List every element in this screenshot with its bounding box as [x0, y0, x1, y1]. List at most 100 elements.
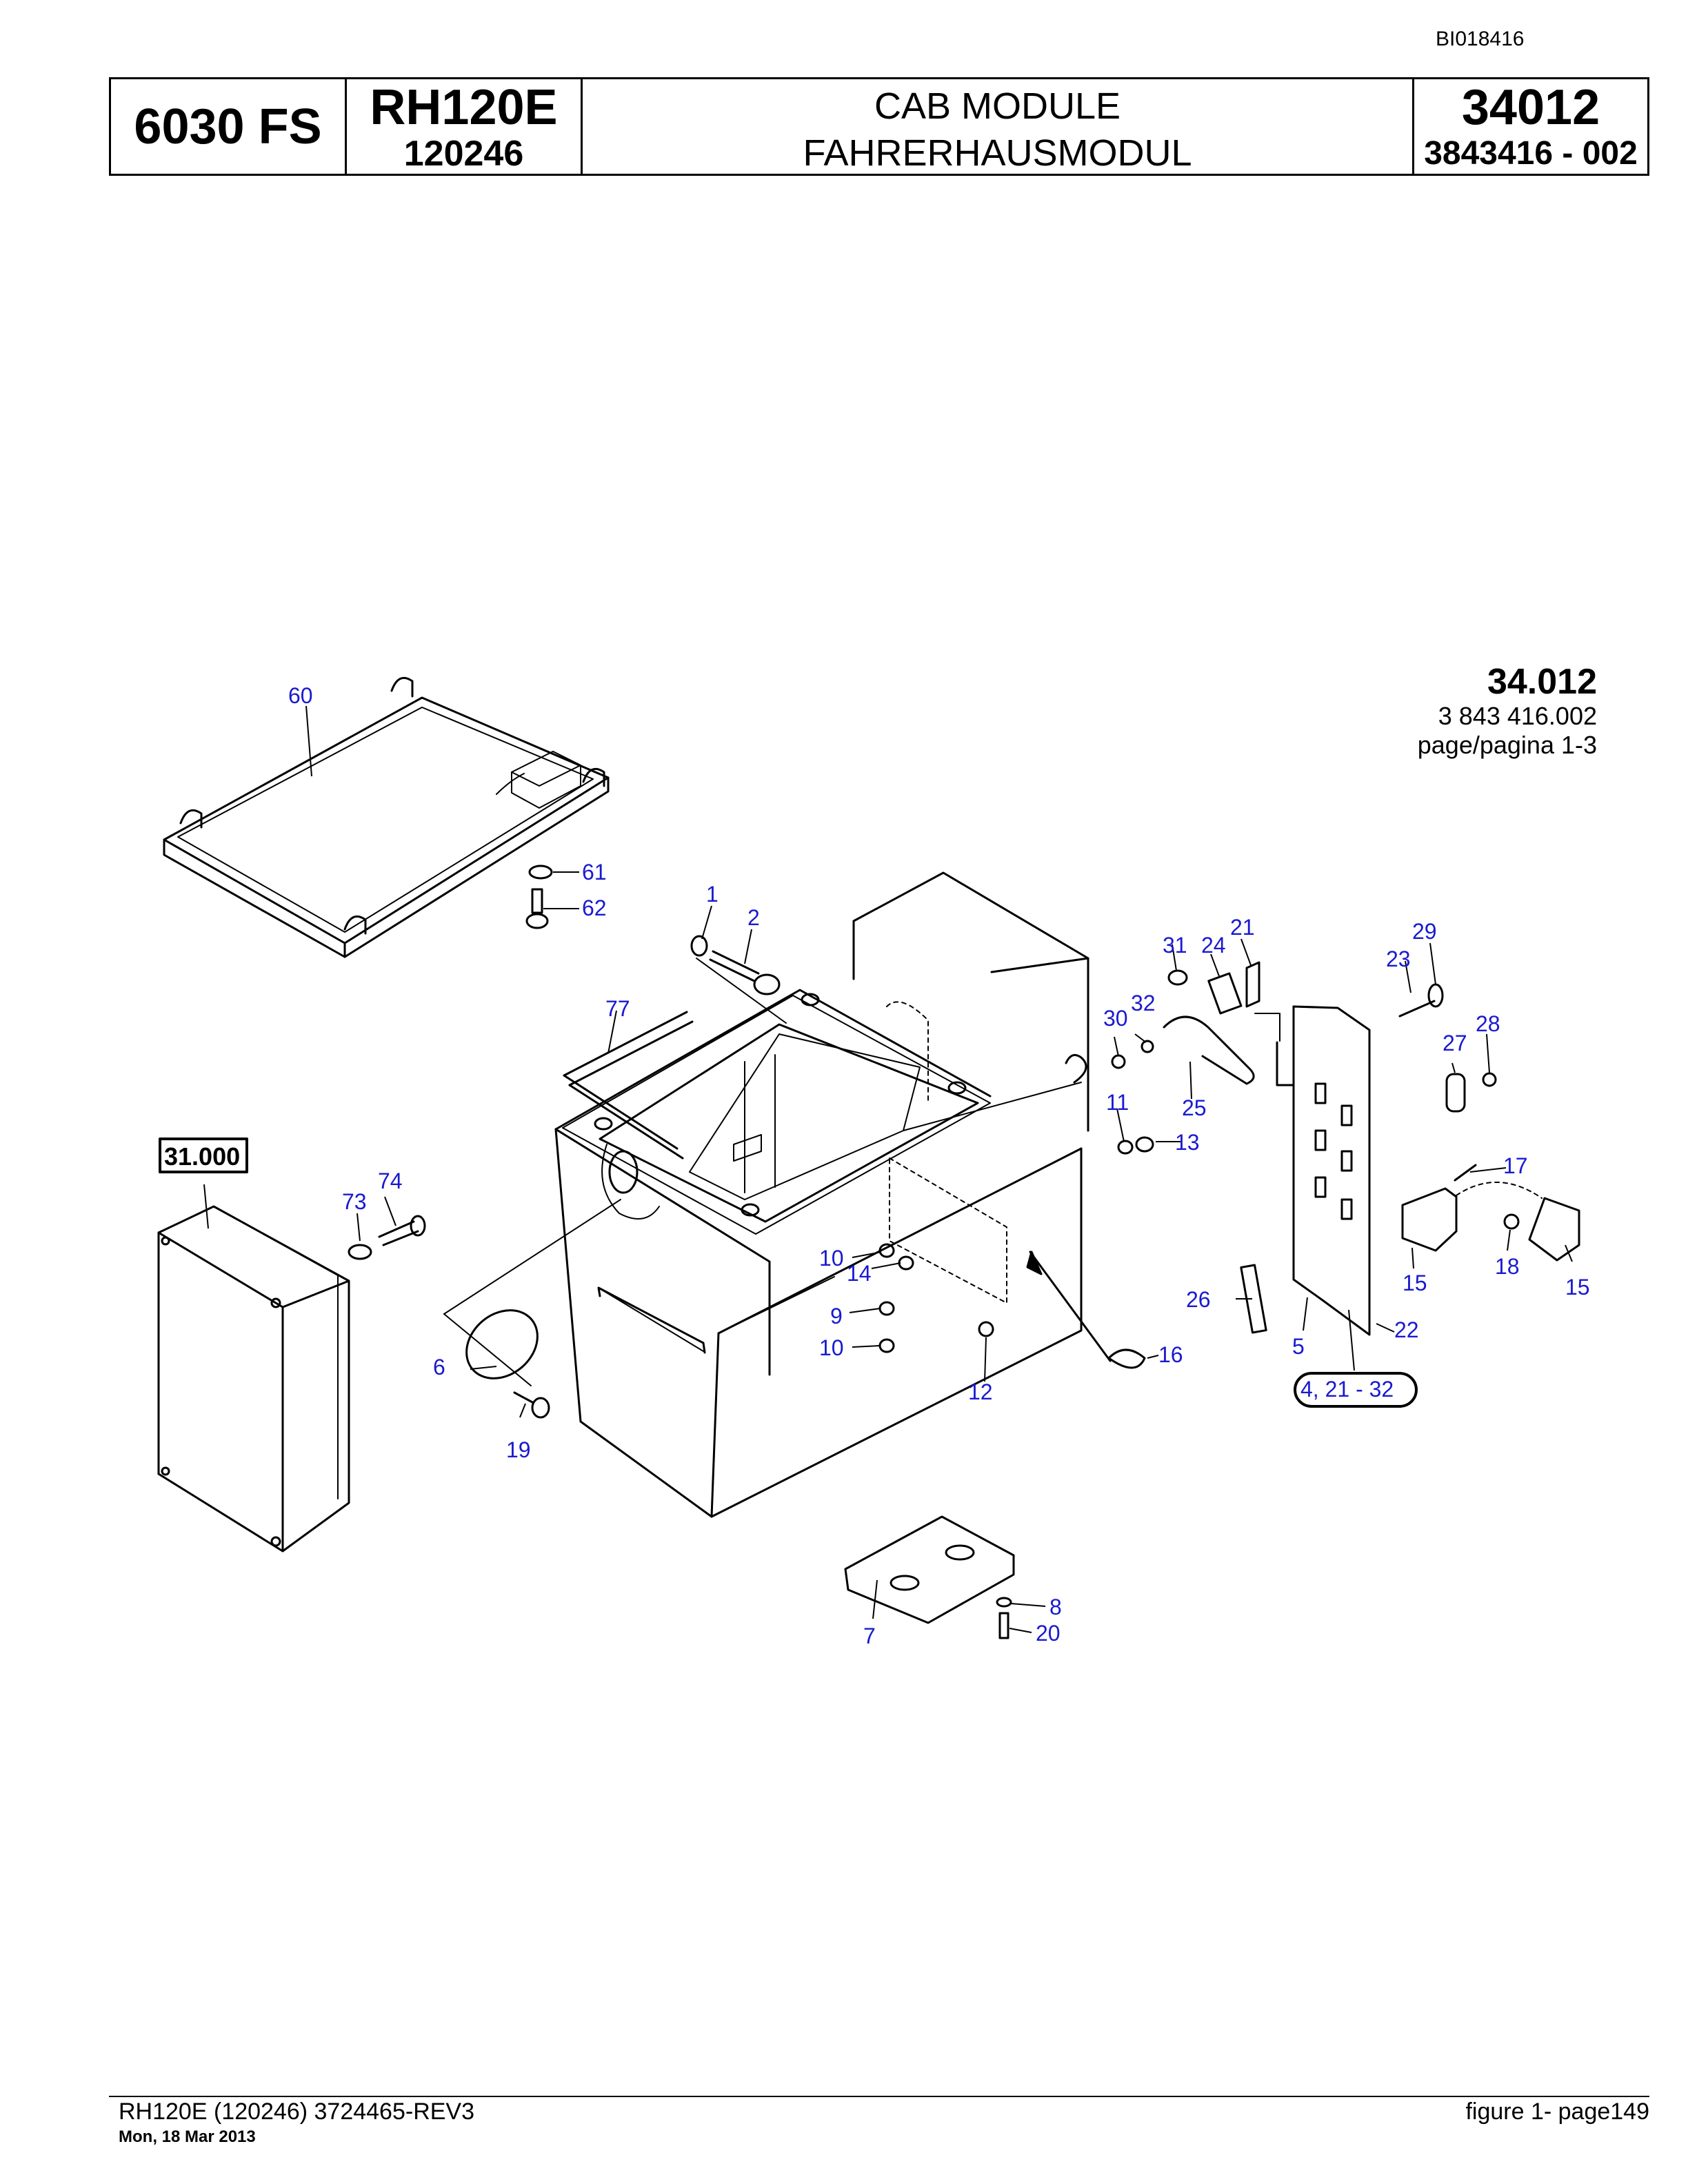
seal-strip-part [563, 1011, 694, 1086]
callout-29: 29 [1412, 919, 1437, 944]
callout-17: 17 [1503, 1153, 1528, 1178]
footer-page-ref: figure 1- page149 [1465, 2099, 1649, 2125]
bolt-19-part [513, 1391, 534, 1404]
strip-26-part [1240, 1264, 1267, 1334]
pin-23-part [1398, 1000, 1436, 1018]
figure-part-number: 3 843 416.002 [1438, 702, 1597, 730]
callout-27: 27 [1443, 1031, 1467, 1055]
callout-15a: 15 [1403, 1271, 1427, 1295]
nut-32-part [1141, 1040, 1154, 1053]
figure-group: 34.012 [1487, 662, 1597, 702]
callout-25: 25 [1182, 1095, 1207, 1120]
screw-30-part [1111, 1054, 1126, 1069]
figure-reference: 34.012 3 843 416.002 page/pagina 1-3 [1418, 662, 1597, 760]
tray-part [163, 676, 610, 958]
footer-document-ref: RH120E (120246) 3724465-REV3 [119, 2099, 475, 2125]
group-oval-frame [1294, 1372, 1418, 1408]
bolt-2-part [709, 950, 781, 995]
callout-14: 14 [847, 1261, 872, 1286]
callout-8: 8 [1049, 1595, 1062, 1619]
nut-11-part [1117, 1140, 1134, 1155]
title-en: CAB MODULE [874, 85, 1121, 127]
washer-part [528, 865, 553, 880]
spacer-part [348, 1244, 372, 1260]
hinge-15a-part [1401, 1187, 1458, 1252]
callout-15b: 15 [1565, 1275, 1590, 1300]
callout-60: 60 [288, 683, 313, 708]
callout-10a: 10 [819, 1246, 844, 1271]
footer-date: Mon, 18 Mar 2013 [119, 2127, 256, 2146]
callout-7: 7 [863, 1624, 876, 1648]
nut-9-part [878, 1301, 895, 1316]
floor-plate-part [844, 1515, 1015, 1624]
callout-4-21-32: 4, 21 - 32 [1300, 1377, 1394, 1402]
cover-plate-part [465, 1309, 539, 1379]
callout-24: 24 [1201, 933, 1226, 958]
document-id: BI018416 [1436, 28, 1525, 50]
screw-18-part [1503, 1213, 1520, 1230]
lock-27-part [1445, 1073, 1466, 1113]
washer-8-part [996, 1597, 1012, 1608]
bolt-29-part [1427, 983, 1444, 1008]
callout-16: 16 [1158, 1342, 1183, 1367]
screw-20-part [998, 1612, 1009, 1639]
callout-10b: 10 [819, 1335, 844, 1360]
serial-number: 120246 [403, 134, 524, 174]
bolt-74-part [378, 1220, 419, 1246]
callout-31: 31 [1163, 933, 1187, 958]
machine-cell: 6030 FS [111, 79, 347, 174]
callout-28: 28 [1476, 1011, 1500, 1036]
callout-13: 13 [1175, 1130, 1200, 1155]
callout-9: 9 [830, 1304, 843, 1328]
door-panel-part [1276, 1005, 1371, 1336]
latch-plate-24-part [1207, 972, 1243, 1015]
callout-62: 62 [582, 896, 607, 920]
hinge-15b-part [1528, 1197, 1580, 1262]
washer-1-part [690, 935, 708, 957]
bolt-31-part [1167, 969, 1188, 986]
callout-19: 19 [506, 1437, 531, 1462]
callout-6: 6 [433, 1355, 445, 1379]
nut-14-part [898, 1255, 914, 1271]
footer-divider [109, 2096, 1649, 2097]
nut-12-part [978, 1321, 994, 1337]
nut-13-part [1135, 1136, 1154, 1153]
plate-21-part [1245, 961, 1260, 1008]
callout-5: 5 [1292, 1334, 1305, 1359]
screw-28-part [1482, 1072, 1497, 1087]
callout-61: 61 [582, 860, 607, 884]
machine-name: 6030 FS [134, 99, 322, 154]
screw-17-part [1454, 1164, 1477, 1182]
callout-18: 18 [1495, 1254, 1520, 1279]
grommet-16-part [1107, 1348, 1146, 1369]
cab-body [554, 871, 1089, 1518]
part-number: 3843416 - 002 [1424, 135, 1638, 172]
callout-22: 22 [1394, 1317, 1419, 1342]
model-cell: RH120E 120246 [347, 79, 583, 174]
handle-25-part [1163, 1015, 1255, 1085]
title-cell: CAB MODULE FAHRERHAUSMODUL [583, 79, 1414, 174]
nut-10b-part [878, 1338, 895, 1353]
callout-2: 2 [747, 905, 760, 930]
figure-page: page/pagina 1-3 [1417, 731, 1597, 759]
callout-74: 74 [378, 1169, 403, 1193]
group-number: 34012 [1461, 80, 1600, 135]
callout-77: 77 [605, 996, 630, 1021]
callout-30: 30 [1103, 1006, 1128, 1031]
callout-ref-31000: 31.000 [164, 1142, 240, 1171]
callout-20: 20 [1036, 1621, 1061, 1646]
ref-box-frame [159, 1138, 248, 1173]
callout-23: 23 [1386, 947, 1411, 971]
group-cell: 34012 3843416 - 002 [1414, 79, 1647, 174]
callout-21: 21 [1230, 915, 1255, 940]
callout-12: 12 [968, 1379, 993, 1404]
callout-32: 32 [1131, 991, 1156, 1015]
callout-73: 73 [342, 1189, 367, 1214]
side-box-part [157, 1205, 350, 1553]
bolt-part [525, 888, 549, 929]
callout-11: 11 [1106, 1090, 1129, 1115]
title-de: FAHRERHAUSMODUL [803, 132, 1192, 174]
callout-26: 26 [1186, 1287, 1211, 1312]
callout-1: 1 [706, 882, 719, 907]
